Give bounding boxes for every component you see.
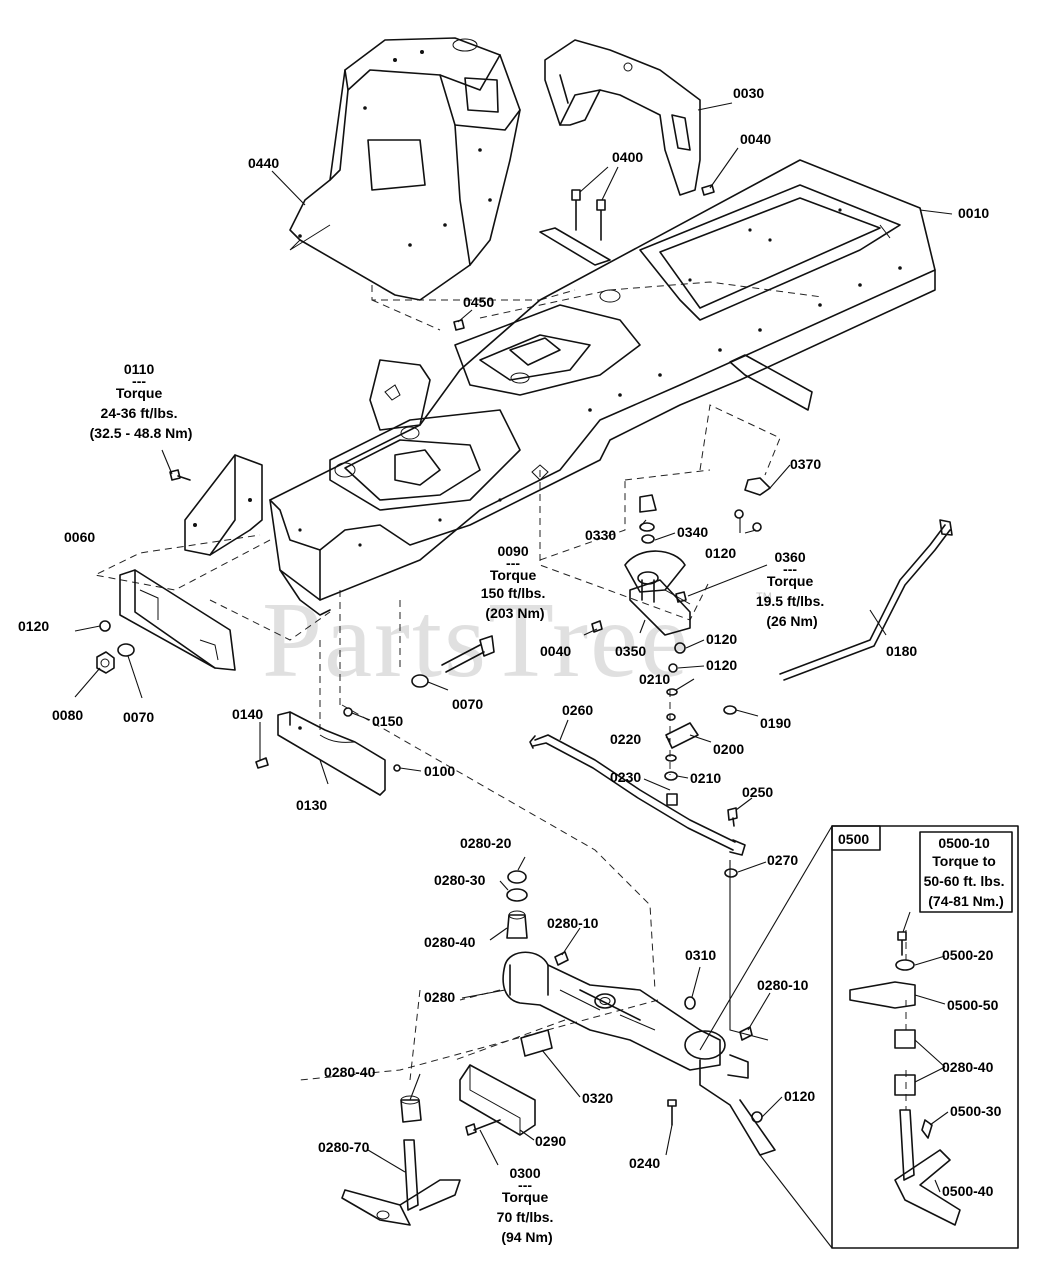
label-0280-70: 0280-70: [318, 1139, 370, 1155]
label-0120-c: 0120: [706, 631, 737, 647]
label-0350: 0350: [615, 643, 646, 659]
label-0040-b: 0040: [540, 643, 571, 659]
label-0120: 0120: [18, 618, 49, 634]
label-0140: 0140: [232, 706, 263, 722]
label-0500-10: 0500-10 Torque to 50-60 ft. lbs. (74-81 …: [924, 835, 1009, 909]
label-0260: 0260: [562, 702, 593, 718]
label-0440: 0440: [248, 155, 279, 171]
part-0110-bracket: [184, 454, 263, 556]
label-0240: 0240: [629, 1155, 660, 1171]
label-0120-d: 0120: [706, 657, 737, 673]
watermark-text: PartsTree: [262, 581, 690, 700]
inset-tag: 0500: [838, 831, 869, 847]
label-0370: 0370: [790, 456, 821, 472]
label-0280-10: 0280-10: [547, 915, 599, 931]
part-0030-fender-bracket: [544, 39, 701, 196]
part-0280-front-axle: [502, 951, 776, 1156]
part-labels: 0440 0030 0040 0400 0010 0450 0110 --- T…: [18, 85, 1009, 1245]
part-0440-seat-bracket: [289, 37, 521, 301]
label-0010: 0010: [958, 205, 989, 221]
label-0040: 0040: [740, 131, 771, 147]
label-0120-e: 0120: [784, 1088, 815, 1104]
label-0280-40-c: 0280-40: [942, 1059, 994, 1075]
part-0290-bracket: [459, 1064, 536, 1136]
label-0210: 0210: [639, 671, 670, 687]
label-0070-b: 0070: [452, 696, 483, 712]
label-0500-30: 0500-30: [950, 1103, 1002, 1119]
label-0280-40-b: 0280-40: [324, 1064, 376, 1080]
label-0190: 0190: [760, 715, 791, 731]
part-0260-tie-rod: [529, 734, 746, 856]
label-0030: 0030: [733, 85, 764, 101]
label-0280: 0280: [424, 989, 455, 1005]
label-0500-20: 0500-20: [942, 947, 994, 963]
label-0080: 0080: [52, 707, 83, 723]
label-0150: 0150: [372, 713, 403, 729]
label-0200: 0200: [713, 741, 744, 757]
label-0120-b: 0120: [705, 545, 736, 561]
label-0130: 0130: [296, 797, 327, 813]
label-0230: 0230: [610, 769, 641, 785]
watermark-trademark: TM: [756, 591, 772, 603]
label-0270: 0270: [767, 852, 798, 868]
label-0330: 0330: [585, 527, 616, 543]
label-0320: 0320: [582, 1090, 613, 1106]
part-0180-drag-link: [779, 519, 953, 681]
label-0180: 0180: [886, 643, 917, 659]
part-0010-main-frame: [269, 159, 936, 616]
label-0250: 0250: [742, 784, 773, 800]
part-0280-bushings: [400, 870, 553, 1123]
label-0100: 0100: [424, 763, 455, 779]
label-0360: 0360 --- Torque 19.5 ft/lbs. (26 Nm): [756, 549, 828, 629]
label-0400: 0400: [612, 149, 643, 165]
inset-0500: 0500: [831, 825, 1019, 1249]
label-0220: 0220: [610, 731, 641, 747]
label-0450: 0450: [463, 294, 494, 310]
part-0130-bracket: [277, 711, 386, 796]
label-0280-10-b: 0280-10: [757, 977, 809, 993]
label-0280-20: 0280-20: [460, 835, 512, 851]
part-0060-bracket: [119, 569, 236, 671]
label-0500-50: 0500-50: [947, 997, 999, 1013]
label-0210-b: 0210: [690, 770, 721, 786]
label-0110: 0110 --- Torque 24-36 ft/lbs. (32.5 - 48…: [90, 361, 193, 441]
leader-lines: [74, 102, 953, 1249]
label-0310: 0310: [685, 947, 716, 963]
part-0280-70-spindle: [341, 1139, 461, 1226]
label-0280-30: 0280-30: [434, 872, 486, 888]
label-0290: 0290: [535, 1133, 566, 1149]
label-0500-40: 0500-40: [942, 1183, 994, 1199]
part-0350-pivot-assembly: [624, 550, 691, 636]
label-0280-40: 0280-40: [424, 934, 476, 950]
label-0060: 0060: [64, 529, 95, 545]
label-0340: 0340: [677, 524, 708, 540]
label-0300: 0300 --- Torque 70 ft/lbs. (94 Nm): [497, 1165, 558, 1245]
label-0070: 0070: [123, 709, 154, 725]
label-0090: 0090 --- Torque 150 ft/lbs. (203 Nm): [481, 543, 549, 621]
